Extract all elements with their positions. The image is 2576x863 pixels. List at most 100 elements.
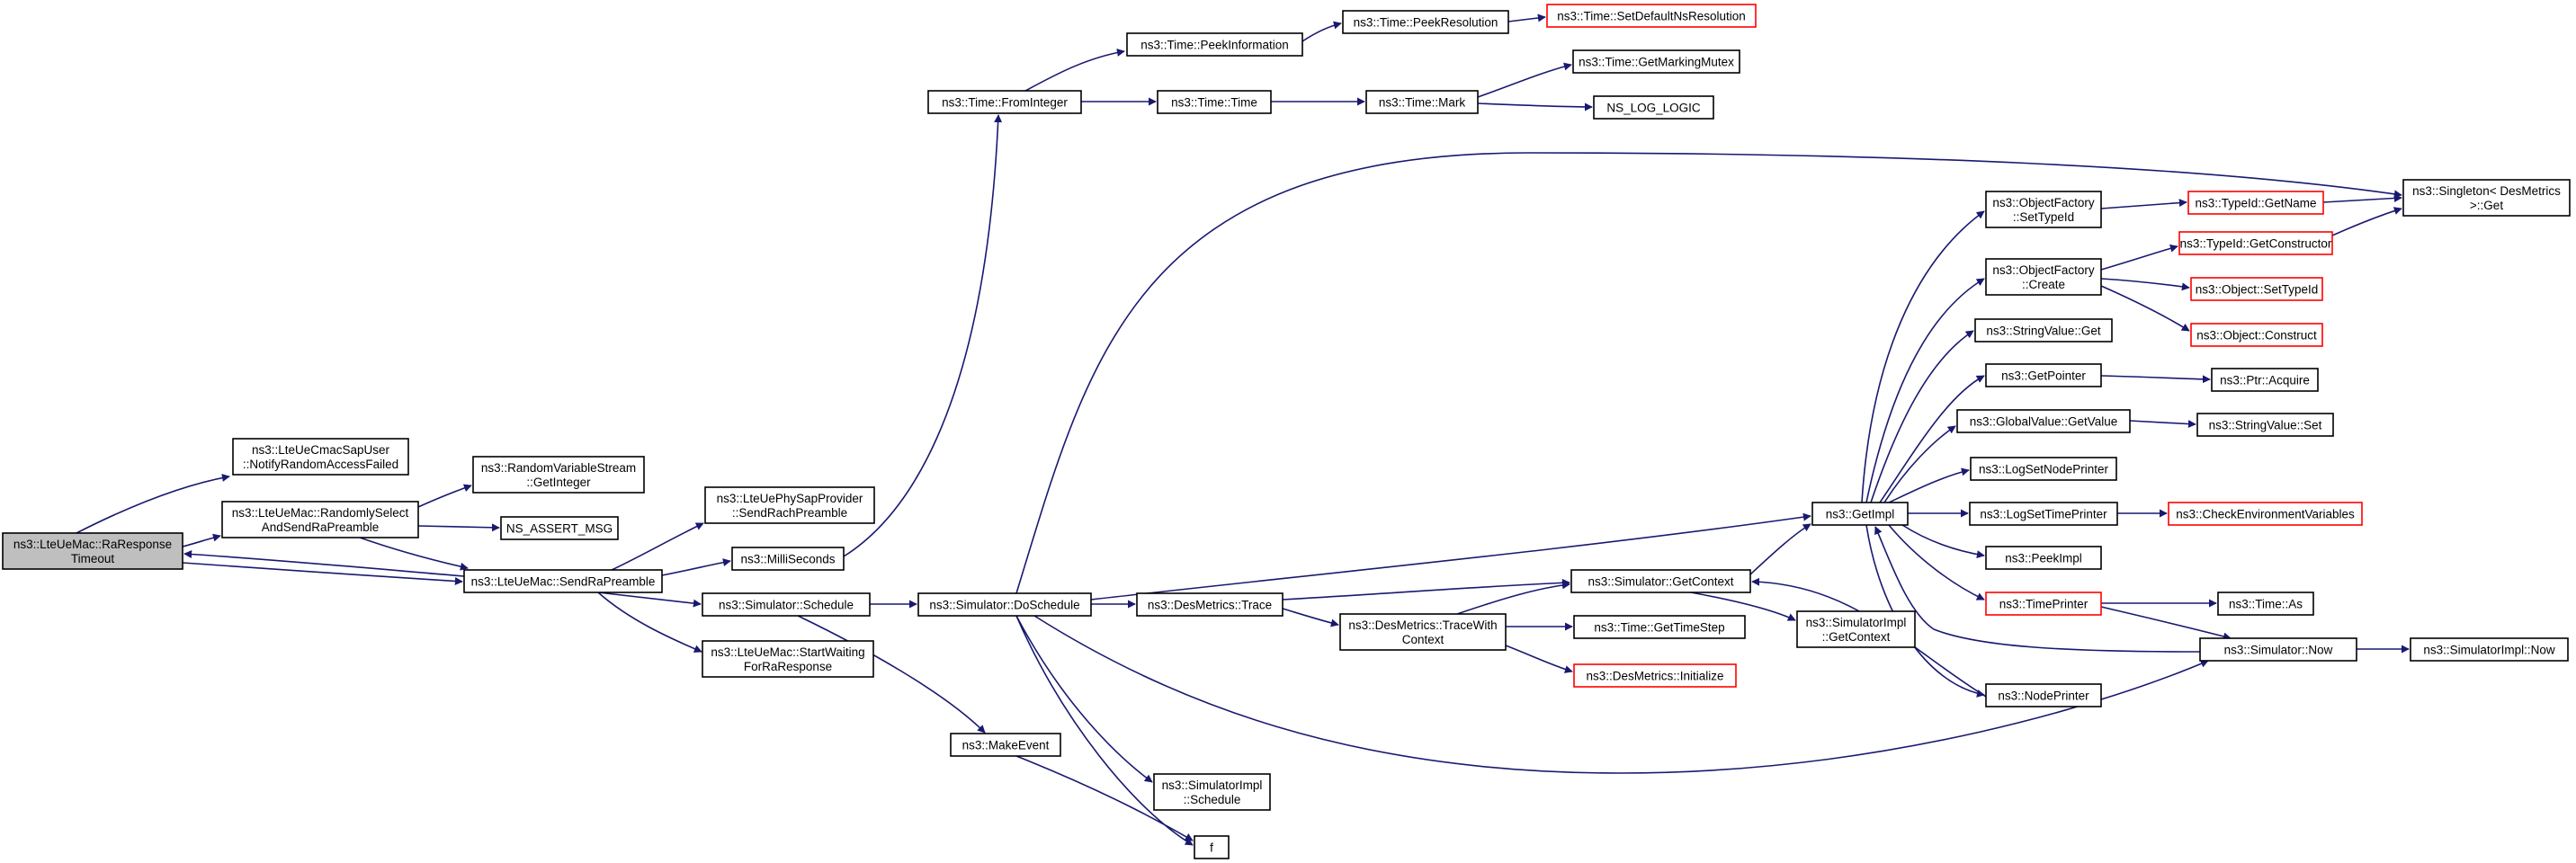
edge-snow-to-gimp (1874, 526, 2201, 653)
node-svs[interactable]: ns3::StringValue::Set (2196, 413, 2334, 437)
node-mev[interactable]: ns3::MakeEvent (950, 733, 1061, 757)
node-tgc[interactable]: ns3::TypeId::GetConstructor (2178, 231, 2333, 255)
node-tpr[interactable]: ns3::TimePrinter (1985, 592, 2102, 616)
node-box (1593, 95, 1714, 120)
node-ofst[interactable]: ns3::ObjectFactory::SetTypeId (1985, 191, 2102, 228)
node-box (1573, 663, 1737, 688)
node-mil[interactable]: ns3::MilliSeconds (731, 547, 845, 571)
node-nsa[interactable]: NS_ASSERT_MSG (500, 516, 619, 540)
node-gts[interactable]: ns3::Time::GetTimeStep (1573, 615, 1746, 639)
node-label: ns3::DesMetrics::Initialize (1586, 670, 1723, 683)
node-svg[interactable]: ns3::StringValue::Get (1974, 318, 2113, 343)
node-box (1985, 258, 2102, 296)
node-ofcr[interactable]: ns3::ObjectFactory::Create (1985, 258, 2102, 296)
node-label: ns3::StringValue::Get (1986, 325, 2101, 338)
node-sigc[interactable]: ns3::SimulatorImpl::GetContext (1796, 610, 1916, 648)
node-npr[interactable]: ns3::NodePrinter (1985, 683, 2102, 707)
node-gimp[interactable]: ns3::GetImpl (1811, 502, 1909, 526)
node-gmm[interactable]: ns3::Time::GetMarkingMutex (1572, 49, 1740, 74)
node-box (2, 532, 183, 570)
node-pacq[interactable]: ns3::Ptr::Acquire (2211, 368, 2319, 392)
node-nll[interactable]: NS_LOG_LOGIC (1593, 95, 1714, 120)
node-label: ns3::DesMetrics::TraceWith (1348, 618, 1497, 632)
node-pinf[interactable]: ns3::Time::PeekInformation (1126, 32, 1303, 57)
node-box (702, 640, 874, 678)
node-label: ns3::Object::SetTypeId (2196, 283, 2319, 297)
node-f[interactable]: f (1194, 835, 1230, 859)
node-label: ::SetTypeId (2013, 210, 2074, 224)
edge-gimp-to-ofst (1861, 210, 1985, 503)
node-label: ns3::Time::Mark (1379, 96, 1466, 110)
node-sdnr[interactable]: ns3::Time::SetDefaultNsResolution (1546, 4, 1757, 28)
node-mark[interactable]: ns3::Time::Mark (1365, 90, 1479, 114)
node-label: ::NotifyRandomAccessFailed (243, 458, 398, 471)
node-label: ns3::LteUeMac::RandomlySelect (232, 506, 409, 520)
node-label: ns3::LogSetTimePrinter (1980, 508, 2107, 521)
edge-gimp-to-tpr (1888, 524, 1985, 601)
node-label: ns3::PeekImpl (2005, 552, 2082, 565)
node-lstp[interactable]: ns3::LogSetTimePrinter (1969, 502, 2118, 526)
node-label: ns3::Simulator::Schedule (719, 599, 854, 612)
node-label: ns3::ObjectFactory (1992, 196, 2095, 209)
node-label: NS_ASSERT_MSG (506, 522, 613, 536)
node-label: ns3::Time::SetDefaultNsResolution (1557, 10, 1746, 23)
node-sch[interactable]: ns3::Simulator::Schedule (702, 592, 871, 617)
edge-dsch-to-sisch (1015, 615, 1153, 783)
node-tgn[interactable]: ns3::TypeId::GetName (2187, 191, 2324, 215)
node-sing[interactable]: ns3::Singleton< DesMetrics >::Get (2402, 179, 2571, 217)
node-gvgv[interactable]: ns3::GlobalValue::GetValue (1956, 409, 2131, 433)
node-srp[interactable]: ns3::LteUeMac::SendRaPreamble (463, 569, 663, 593)
edge-srp-to-phy (611, 522, 704, 571)
node-box (1153, 773, 1271, 811)
node-lsnp[interactable]: ns3::LogSetNodePrinter (1970, 457, 2117, 481)
edge-gvgv-to-svs (2129, 420, 2196, 429)
node-gctx[interactable]: ns3::Simulator::GetContext (1570, 569, 1751, 593)
node-label: ns3::TimePrinter (1999, 598, 2089, 611)
node-gptr[interactable]: ns3::GetPointer (1985, 363, 2102, 387)
node-ost[interactable]: ns3::Object::SetTypeId (2190, 277, 2323, 301)
node-dtr[interactable]: ns3::DesMetrics::Trace (1136, 592, 1284, 617)
node-box (1985, 191, 2102, 228)
edge-ofcr-to-ocon (2100, 285, 2190, 332)
node-rnd[interactable]: ns3::LteUeMac::RandomlySelectAndSendRaPr… (221, 501, 419, 538)
node-label: ns3::SimulatorImpl (1806, 616, 1907, 629)
node-box (1796, 610, 1916, 648)
node-ntf[interactable]: ns3::LteUeCmacSapUser::NotifyRandomAcces… (232, 438, 409, 476)
node-label: Context (1402, 633, 1445, 646)
node-sinow[interactable]: ns3::SimulatorImpl::Now (2410, 637, 2569, 662)
node-label: ns3::SimulatorImpl (1162, 778, 1263, 792)
node-cev[interactable]: ns3::CheckEnvironmentVariables (2168, 502, 2363, 526)
node-box (1546, 4, 1757, 28)
node-label: ns3::Time::PeekResolution (1354, 16, 1498, 30)
node-box (731, 547, 845, 571)
node-fint[interactable]: ns3::Time::FromInteger (927, 90, 1082, 114)
node-label: ns3::MakeEvent (962, 739, 1050, 752)
edge-gimp-to-ofcr (1865, 278, 1985, 503)
node-dsch[interactable]: ns3::Simulator::DoSchedule (917, 592, 1092, 617)
edge-mil-to-fint (843, 114, 1003, 557)
node-tas[interactable]: ns3::Time::As (2217, 592, 2314, 616)
node-label: ns3::CheckEnvironmentVariables (2176, 508, 2355, 521)
node-tt[interactable]: ns3::Time::Time (1157, 90, 1272, 114)
node-sisch[interactable]: ns3::SimulatorImpl::Schedule (1153, 773, 1271, 811)
node-box (2190, 323, 2323, 347)
node-label: ::GetContext (1822, 630, 1891, 644)
node-pimp[interactable]: ns3::PeekImpl (1985, 546, 2102, 570)
node-rvs[interactable]: ns3::RandomVariableStream::GetInteger (472, 456, 645, 494)
node-label: ns3::Time::Time (1171, 96, 1257, 110)
node-label: ns3::ObjectFactory (1992, 263, 2095, 277)
node-pres[interactable]: ns3::Time::PeekResolution (1342, 10, 1509, 34)
node-ocon[interactable]: ns3::Object::Construct (2190, 323, 2323, 347)
node-box (1157, 90, 1272, 114)
node-label: ns3::LteUeMac::SendRaPreamble (471, 575, 656, 589)
node-box (1570, 569, 1751, 593)
edge-gctx-to-gimp (1749, 523, 1811, 575)
node-dini[interactable]: ns3::DesMetrics::Initialize (1573, 663, 1737, 688)
node-box (472, 456, 645, 494)
node-box (1573, 615, 1746, 639)
node-phy[interactable]: ns3::LteUePhySapProvider::SendRachPreamb… (704, 486, 875, 524)
node-snow[interactable]: ns3::Simulator::Now (2199, 637, 2357, 662)
